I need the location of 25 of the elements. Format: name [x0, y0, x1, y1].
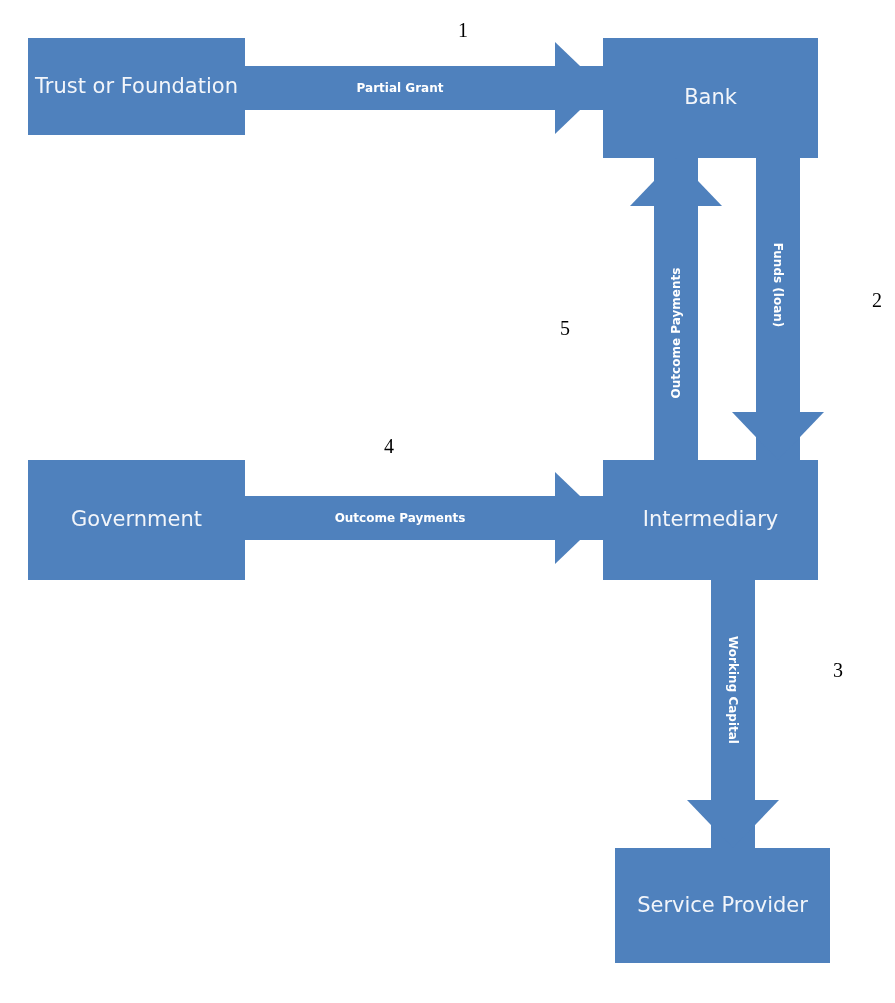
edge-label: Outcome Payments [334, 512, 466, 524]
step-number: 4 [384, 436, 394, 456]
edge-label: Funds (loan) [772, 242, 784, 328]
block-arrow [245, 42, 603, 134]
edge-label: Outcome Payments [670, 267, 682, 399]
box-label: Bank [683, 84, 738, 112]
box-label: Intermediary [641, 506, 780, 534]
step-number: 2 [872, 290, 882, 310]
box-label: Trust or Foundation [34, 72, 239, 100]
edge-label: Working Capital [727, 636, 739, 744]
block-arrow [245, 472, 603, 564]
process-box [28, 460, 245, 580]
step-number: 1 [458, 20, 468, 40]
process-box [615, 848, 830, 963]
process-box [603, 38, 818, 158]
process-box [28, 38, 245, 135]
edge-label: Partial Grant [356, 82, 444, 94]
step-number: 5 [560, 318, 570, 338]
step-number: 3 [833, 660, 843, 680]
block-arrow [687, 580, 779, 848]
block-arrow [630, 158, 722, 460]
process-box [603, 460, 818, 580]
box-label: Government [70, 506, 203, 534]
box-label: Service Provider [636, 891, 809, 919]
block-arrow [732, 158, 824, 460]
